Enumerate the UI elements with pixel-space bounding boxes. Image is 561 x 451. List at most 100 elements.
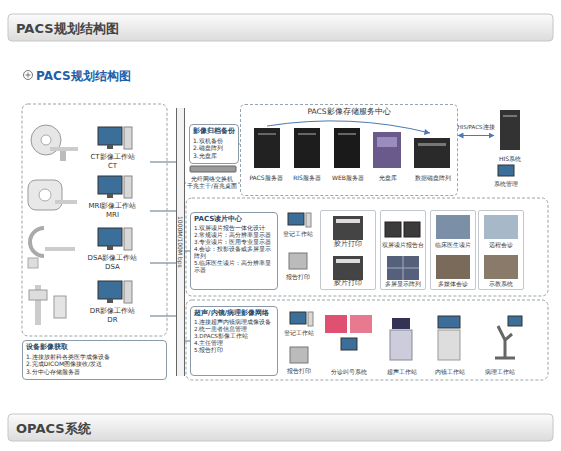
node-title: 胶片打印 (321, 211, 375, 250)
device-node: 超声工作站 (380, 310, 424, 376)
node-title: PACS读片中心 (194, 215, 274, 224)
film-printer-icon (333, 216, 363, 240)
node-text: 3.专业读片：医用专业显示器 (194, 239, 274, 246)
dsa-table (45, 247, 75, 251)
connector (150, 210, 176, 211)
info-box: 影像归档备份1.双机备份2.磁盘阵列3.光盘库 (189, 124, 239, 164)
display-array-photo (387, 256, 419, 280)
ultrasound-cart (390, 330, 412, 360)
node-text: 3.分中心存储服务器 (26, 368, 163, 376)
node-text: 1.连接放射科各类医学成像设备 (26, 353, 163, 361)
dsa-c-arm (30, 228, 44, 256)
monitor-icon (98, 281, 122, 299)
header-label: OPACS系统 (16, 420, 91, 438)
node-text: 1.双屏读片报告一体化设计 (194, 225, 274, 232)
monitor-icon (341, 338, 357, 350)
station-node: 登记工作站 (282, 328, 316, 338)
node-text: 1.连接超声内镜病理成像设备 (194, 319, 274, 326)
photo (436, 255, 470, 279)
ct-scanner (41, 135, 51, 145)
node-title: 光纤网络交换机 (191, 176, 233, 183)
node-text: 多媒体会诊 (431, 250, 475, 289)
node-text: 3.光盘库 (193, 152, 235, 160)
pc-tower (124, 281, 132, 303)
dr-tube (29, 290, 47, 300)
microscope-icon (495, 326, 515, 358)
pc-tower (124, 127, 132, 149)
connector (185, 182, 186, 183)
node-title: PACS影像存储服务中心 (241, 105, 457, 116)
connector (458, 135, 494, 136)
node-title: 系统管理 (494, 180, 518, 188)
function-panel: 双屏读片报告台多屏显示阵列 (380, 210, 426, 290)
header-bar (8, 14, 553, 41)
ct-table (60, 151, 66, 161)
display-array-photo (387, 256, 419, 280)
photo (484, 215, 518, 239)
monitor-icon (107, 299, 113, 303)
node-text: 2.完成DICOM图像接收/发送 (26, 360, 163, 368)
node-title: RIS服务器 (293, 174, 321, 182)
device-node: 分诊叫号系统 (320, 310, 378, 376)
node-title: 登记工作站 (283, 231, 313, 238)
photo (484, 255, 518, 279)
node-title: 登记工作站 (284, 330, 314, 337)
connector (185, 250, 190, 251)
station-node: WEB服务器 (328, 172, 368, 184)
node-title: 临床医生读片 (431, 211, 475, 250)
node-title: HIS系统 (499, 155, 521, 163)
function-panel: 远程会诊示教系统 (478, 210, 524, 290)
device-node: 内镜工作站 (426, 310, 474, 376)
node-text: 5.报告打印 (194, 347, 274, 354)
node-title: PACS服务器 (249, 174, 282, 182)
monitor-icon (498, 165, 514, 176)
endoscope-cart (438, 316, 460, 328)
node-text: DSA (105, 263, 120, 272)
node-text: 千兆主干/百兆桌面 (187, 183, 237, 190)
monitor-icon (107, 246, 113, 250)
station-node: 系统管理 (484, 178, 528, 190)
film-printer-icon (336, 259, 360, 263)
connector-label: HIS/PACS连接 (457, 124, 494, 131)
monitor-icon (290, 312, 306, 324)
queue-display (350, 315, 372, 333)
node-title: WEB服务器 (332, 174, 364, 182)
node-title: 超声/内镜/病理影像网络 (194, 309, 274, 318)
node-text: 2.统一患者信息管理 (194, 326, 274, 333)
film-printer-icon (333, 256, 363, 280)
function-panel: 胶片打印胶片打印 (320, 210, 376, 290)
server-icon (338, 133, 356, 135)
his-server-icon (503, 115, 517, 117)
station-node: 光纤网络交换机千兆主干/百兆桌面 (186, 173, 238, 193)
node-text: 胶片打印 (321, 250, 375, 289)
node-text: 3.DPACS影像工作站 (194, 333, 274, 340)
node-title: 1000M/100M bps (177, 216, 185, 268)
ultrasound-cart (392, 318, 410, 329)
node-text: 多屏显示阵列 (381, 250, 425, 289)
node-title: 影像归档备份 (193, 127, 235, 136)
ct-table (50, 147, 78, 151)
dsa-base (28, 258, 38, 268)
node-text: DR (107, 316, 117, 325)
node-text: 1.双机备份 (193, 137, 235, 145)
film-printer-icon (336, 219, 360, 223)
monitor-icon (98, 127, 122, 145)
optical-library-icon (373, 132, 401, 168)
endoscope-cart (438, 330, 460, 360)
station-node: 报告打印 (281, 272, 315, 282)
info-box: 超声/内镜/病理影像网络1.连接超声内镜病理成像设备2.统一患者信息管理3.DP… (190, 306, 278, 376)
header-label: PACS规划结构图 (16, 20, 119, 38)
footer-bar (8, 414, 553, 441)
server-icon (294, 128, 320, 168)
mri-scanner (39, 189, 51, 201)
server-icon (298, 133, 316, 135)
mri-table (55, 200, 77, 204)
node-text: CT (108, 162, 117, 171)
station-node: DSA影像工作站DSA (75, 252, 150, 274)
node-text: MRI (106, 211, 119, 220)
monitor-icon (98, 228, 122, 246)
station-node: 数据磁盘阵列 (408, 172, 458, 184)
mri-scanner (28, 180, 62, 210)
